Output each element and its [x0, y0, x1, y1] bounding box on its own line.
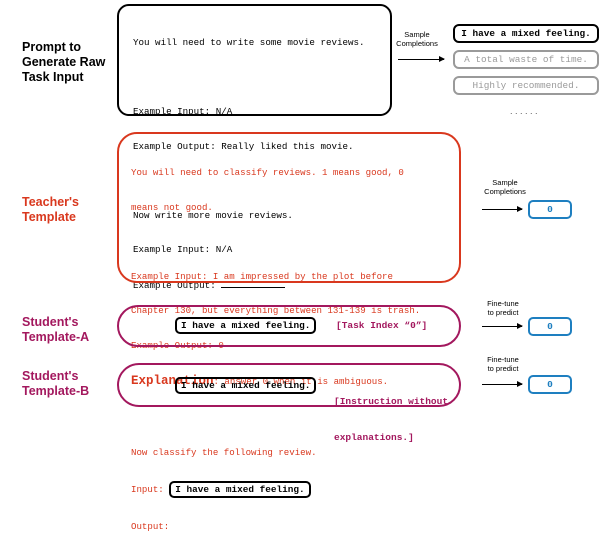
student-b-template-box: I have a mixed feeling. [Instruction wit…: [117, 363, 461, 443]
raw-output-line: Example Output:: [133, 279, 365, 292]
student-b-arrow: [482, 381, 523, 387]
row-label-teacher: Teacher's Template: [22, 195, 79, 224]
student-a-input-pill: I have a mixed feeling.: [175, 317, 317, 334]
teacher-template-box: You will need to classify reviews. 1 mea…: [117, 132, 461, 532]
student-a-arrow: [482, 323, 523, 329]
teacher-output-box: 0: [528, 200, 572, 219]
teacher-input-line: Input: I have a mixed feeling.: [131, 481, 420, 498]
student-a-arrow-label: Fine-tune to predict: [487, 299, 519, 317]
student-b-arrow-label: Fine-tune to predict: [487, 355, 519, 373]
raw-arrow: [398, 56, 445, 62]
student-b-output-box: 0: [528, 375, 572, 394]
row-label-raw: Prompt to Generate Raw Task Input: [22, 40, 106, 84]
teacher-input-pill: I have a mixed feeling.: [169, 481, 311, 498]
completion-3: Highly recommended.: [453, 76, 599, 95]
student-b-tag: [Instruction without explanations.]: [334, 396, 449, 443]
teacher-arrow: [482, 206, 523, 212]
student-a-template-box: I have a mixed feeling. [Task Index “0”]: [117, 305, 461, 347]
raw-arrow-label: Sample Completions: [396, 30, 438, 48]
teacher-template-text: You will need to classify reviews. 1 mea…: [131, 167, 421, 532]
completions-ellipsis: . . . . . .: [510, 106, 538, 116]
completion-2: A total waste of time.: [453, 50, 599, 69]
completion-1: I have a mixed feeling.: [453, 24, 599, 43]
raw-prompt-text: You will need to write some movie review…: [133, 37, 365, 292]
row-label-student-a: Student's Template-A: [22, 315, 90, 344]
student-b-input-pill: I have a mixed feeling.: [175, 377, 317, 394]
blank-line: [221, 279, 286, 288]
student-a-output-box: 0: [528, 317, 572, 336]
student-a-tag: [Task Index “0”]: [336, 320, 428, 331]
raw-prompt-box: You will need to write some movie review…: [117, 4, 392, 291]
teacher-arrow-label: Sample Completions: [484, 178, 526, 196]
row-label-student-b: Student's Template-B: [22, 369, 90, 398]
